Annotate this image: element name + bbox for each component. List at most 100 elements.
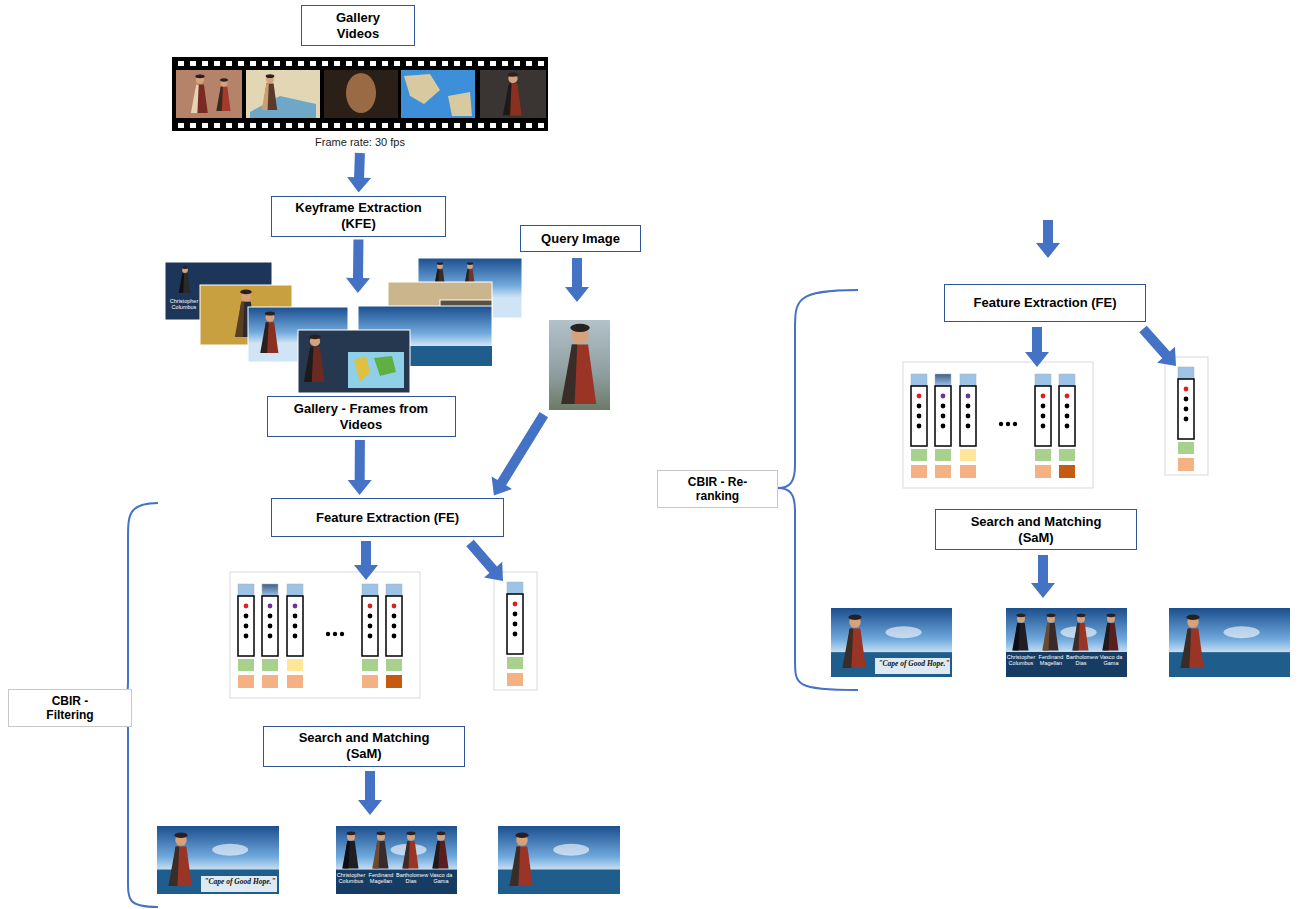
vector-body bbox=[507, 594, 523, 654]
process-box: Search and Matching (SaM) bbox=[935, 509, 1137, 550]
vector-dot bbox=[293, 624, 298, 629]
vector-head bbox=[1178, 367, 1194, 379]
vector-band bbox=[911, 449, 927, 461]
vector-head bbox=[287, 584, 303, 596]
flow-connector bbox=[348, 440, 372, 495]
vector-dot bbox=[293, 614, 298, 619]
vector-dot bbox=[392, 624, 397, 629]
sprocket-hole bbox=[334, 123, 340, 128]
sprocket-hole bbox=[370, 61, 376, 66]
figure-cloak bbox=[503, 84, 512, 116]
vector-head bbox=[1059, 374, 1075, 386]
vector-band bbox=[1178, 442, 1194, 454]
process-box: Keyframe Extraction (KFE) bbox=[271, 196, 446, 237]
figure-head bbox=[467, 263, 473, 269]
flow-connector bbox=[492, 412, 549, 496]
figure-hat bbox=[309, 334, 321, 339]
sprocket-hole bbox=[262, 61, 268, 66]
vector-panel bbox=[494, 572, 537, 690]
vector-dot bbox=[368, 634, 373, 639]
sprocket-hole bbox=[514, 123, 520, 128]
sprocket-hole bbox=[490, 61, 496, 66]
flow-arrow bbox=[1139, 326, 1176, 366]
node-group: Gallery - Frames from Videos bbox=[165, 296, 522, 437]
process-box: Feature Extraction (FE) bbox=[271, 498, 504, 537]
figure-cloak bbox=[842, 628, 853, 668]
figure-hat bbox=[516, 833, 529, 838]
figure-hat bbox=[220, 78, 228, 81]
figure-cloak bbox=[1072, 623, 1080, 651]
result-frame bbox=[157, 826, 279, 894]
vector-band bbox=[262, 659, 278, 671]
sprocket-hole bbox=[430, 123, 436, 128]
flow-connector bbox=[346, 239, 370, 293]
figure-hat bbox=[1047, 613, 1056, 617]
vector-band bbox=[1059, 465, 1075, 478]
vector-dot bbox=[1065, 394, 1070, 399]
sprocket-hole bbox=[358, 123, 364, 128]
figure-cloak bbox=[235, 302, 245, 337]
name-label: Bartholomew Dias bbox=[1066, 654, 1096, 666]
vector-dot bbox=[966, 424, 971, 429]
vector-head bbox=[935, 374, 951, 386]
vector-head bbox=[960, 374, 976, 386]
vector-band bbox=[287, 675, 303, 688]
thumb-sky bbox=[1169, 608, 1290, 677]
figure-head bbox=[182, 267, 188, 273]
vector-body bbox=[935, 386, 951, 446]
figure-hat bbox=[1017, 613, 1026, 617]
sprocket-hole bbox=[262, 123, 268, 128]
figure-hat bbox=[570, 324, 589, 332]
figure-cloak bbox=[262, 84, 269, 110]
name-label: Christopher Columbus bbox=[168, 298, 200, 310]
figure-body bbox=[180, 273, 191, 293]
vector-band bbox=[960, 465, 976, 478]
vector-head bbox=[1035, 374, 1051, 386]
vector-dot bbox=[268, 614, 273, 619]
map-inset bbox=[348, 352, 404, 388]
ellipsis-dot bbox=[999, 422, 1003, 426]
vector-dot bbox=[917, 424, 922, 429]
vector-dot bbox=[1184, 397, 1189, 402]
vector-band bbox=[507, 673, 523, 686]
note-label: Frame rate: 30 fps bbox=[300, 136, 420, 148]
vector-body bbox=[911, 386, 927, 446]
vector-dot bbox=[1184, 417, 1189, 422]
cloud bbox=[553, 844, 589, 856]
sprocket-hole bbox=[250, 123, 256, 128]
vector-dot bbox=[392, 614, 397, 619]
vector-dot bbox=[513, 632, 518, 637]
figure-hat bbox=[467, 262, 473, 265]
box-label: CBIR - Re-ranking bbox=[679, 475, 757, 504]
land-area bbox=[404, 74, 440, 104]
vector-dot bbox=[966, 394, 971, 399]
flow-arrow bbox=[358, 771, 382, 815]
vector-band bbox=[960, 449, 976, 461]
sprocket-hole bbox=[490, 123, 496, 128]
vector-dot bbox=[1041, 414, 1046, 419]
vector-body bbox=[386, 596, 402, 656]
box-label: Gallery - Frames from Videos bbox=[276, 401, 446, 432]
sprocket-hole bbox=[370, 123, 376, 128]
map-land bbox=[374, 356, 396, 376]
figure-head bbox=[437, 263, 443, 269]
vector-band bbox=[935, 449, 951, 461]
vector-dot bbox=[513, 612, 518, 617]
text-patch bbox=[875, 658, 950, 674]
sprocket-hole bbox=[238, 123, 244, 128]
sprocket-hole bbox=[346, 123, 352, 128]
figure-cloak bbox=[1180, 628, 1191, 668]
figure-cloak bbox=[1102, 623, 1110, 651]
vector-dot bbox=[293, 634, 298, 639]
vector-dot bbox=[368, 614, 373, 619]
process-box-frame: Gallery Videos bbox=[301, 5, 415, 46]
vector-band bbox=[238, 659, 254, 671]
vector-head bbox=[911, 374, 927, 386]
process-box: Feature Extraction (FE) bbox=[944, 284, 1146, 322]
film-base bbox=[172, 57, 548, 131]
ellipsis-dot bbox=[1013, 422, 1017, 426]
sprocket-hole bbox=[178, 61, 184, 66]
vector-band bbox=[238, 675, 254, 688]
keyframe bbox=[298, 330, 410, 393]
vector-head bbox=[507, 582, 523, 594]
